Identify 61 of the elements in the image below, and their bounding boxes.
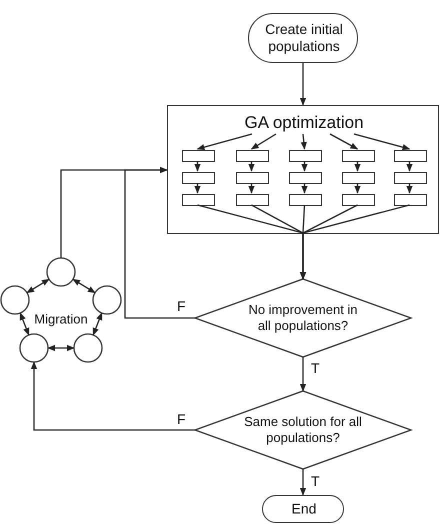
- step-box: [342, 194, 375, 206]
- arrow: [330, 133, 358, 150]
- arrow: [194, 161, 201, 172]
- arrow: [301, 161, 308, 172]
- arrow: [354, 133, 410, 150]
- arrow: [30, 361, 195, 431]
- node-text: Same solution for all populations?: [243, 414, 363, 446]
- arrow: [300, 204, 410, 280]
- arrow: [248, 161, 255, 172]
- arrow: [20, 312, 30, 336]
- arrow: [60, 166, 168, 258]
- step-box: [182, 150, 215, 162]
- step-box: [342, 172, 375, 184]
- decision-diamond: [195, 391, 411, 469]
- arrow: [250, 133, 276, 150]
- arrow: [300, 134, 307, 150]
- arrow: [301, 183, 308, 194]
- edge-label: T: [310, 360, 321, 376]
- node-circle: [74, 334, 102, 362]
- step-box: [289, 150, 322, 162]
- edge-label: T: [310, 473, 321, 489]
- arrow: [72, 278, 96, 294]
- node-text: End: [290, 500, 318, 518]
- node-circle: [93, 286, 121, 314]
- group-label: Migration: [34, 312, 88, 326]
- terminal-shape: [262, 495, 344, 523]
- arrow: [354, 161, 361, 172]
- step-box: [394, 150, 427, 162]
- decision-diamond: [195, 279, 411, 357]
- arrow: [406, 161, 413, 172]
- step-box: [342, 150, 375, 162]
- group-box: [167, 105, 439, 234]
- node-circle: [20, 334, 48, 362]
- arrow: [26, 278, 50, 294]
- node-circle: [47, 258, 75, 286]
- arrow: [406, 183, 413, 194]
- edge-label: F: [176, 298, 187, 314]
- arrow: [354, 183, 361, 194]
- step-box: [236, 172, 269, 184]
- step-box: [182, 194, 215, 206]
- title-text: GA optimization: [243, 113, 365, 133]
- node-text: Create initial populations: [264, 21, 344, 55]
- step-box: [236, 194, 269, 206]
- step-box: [236, 150, 269, 162]
- node-text: No improvement in all populations?: [247, 302, 359, 334]
- arrow: [47, 344, 75, 352]
- step-box: [394, 172, 427, 184]
- arrow: [196, 133, 252, 150]
- arrow: [300, 469, 306, 496]
- arrow: [92, 312, 102, 336]
- arrow: [194, 183, 201, 194]
- edge-label: F: [176, 411, 187, 427]
- arrow: [300, 63, 306, 106]
- step-box: [182, 172, 215, 184]
- step-box: [289, 194, 322, 206]
- arrow: [300, 357, 306, 392]
- terminal-shape: [248, 13, 358, 63]
- arrow: [248, 183, 255, 194]
- step-box: [394, 194, 427, 206]
- step-box: [289, 172, 322, 184]
- node-circle: [1, 286, 29, 314]
